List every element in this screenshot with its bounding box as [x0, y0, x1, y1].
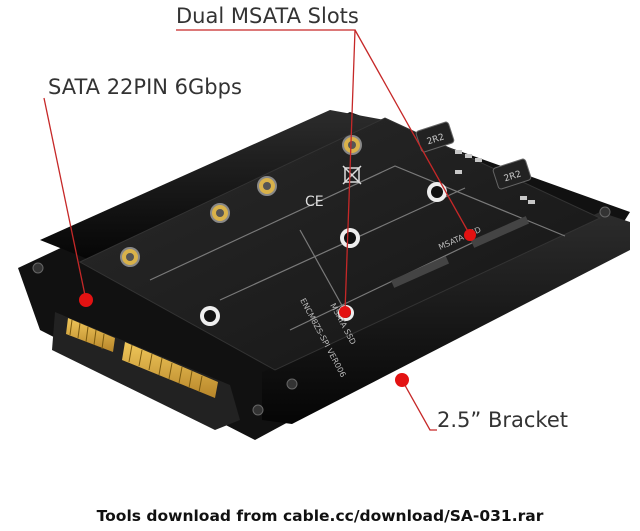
msata-connector-2: [470, 216, 530, 248]
callout-sata-connector: SATA 22PIN 6Gbps: [48, 75, 242, 99]
callout-lines: [43, 29, 471, 431]
bracket-rail-top: [40, 110, 385, 262]
download-footer-text: Tools download from cable.cc/download/SA…: [96, 507, 544, 525]
bracket-screws: [32, 206, 611, 416]
callout-bracket: 2.5” Bracket: [437, 408, 568, 432]
callout-dual-msata-slots: Dual MSATA Slots: [176, 4, 359, 28]
ce-mark: CE: [305, 194, 324, 210]
marker-dots: [79, 229, 476, 387]
smd-components: [455, 150, 535, 204]
chip-right: 2R2: [492, 158, 532, 190]
screw-standoffs: [120, 135, 362, 267]
sata-connector: [52, 312, 240, 430]
chip-left: 2R2: [415, 121, 455, 153]
bracket-rail-front: [262, 212, 630, 424]
weee-icon: [342, 165, 362, 185]
msata-connector-1: [390, 256, 450, 288]
